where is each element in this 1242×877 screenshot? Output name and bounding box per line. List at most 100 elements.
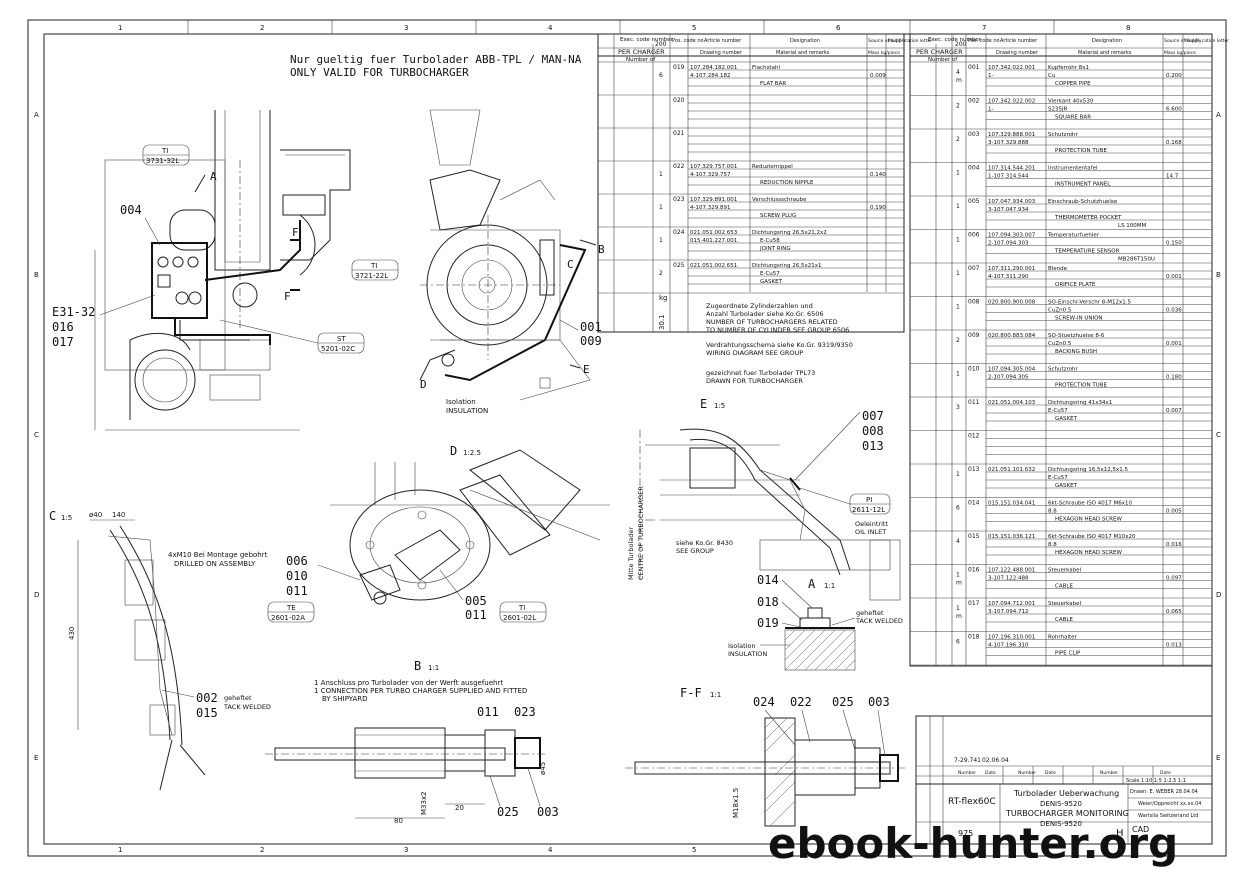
bom-right-pos-no: 011 [968, 399, 980, 406]
rev-col-date-3: Date [1160, 770, 1171, 776]
revision-number: 7-29.741 [954, 757, 981, 764]
bom-right-material: 8.8 [1048, 542, 1057, 548]
ti-tag-3721-number: 3721-22L [355, 272, 388, 280]
detail-a-insulation-de: Isolation [728, 642, 756, 650]
bom-right-unit: m [956, 77, 962, 84]
detail-a-insulation-en: INSULATION [728, 650, 767, 658]
bom-right-designation: Designation [1092, 38, 1122, 44]
bom-right-material: S235JR [1048, 107, 1068, 113]
bom-left-mass-value: 0.190 [870, 205, 886, 211]
detail-f-label-024: 024 [753, 695, 775, 709]
bom-right-remark: COPPER PIPE [1055, 81, 1091, 87]
bom-right-qty: 2 [956, 103, 960, 110]
zone-D-right: D [1216, 591, 1221, 599]
insulation-de: Isolation [446, 398, 476, 406]
detail-b-scale: 1:1 [428, 664, 439, 672]
bom-right-qty: 1 [956, 471, 960, 478]
zone-A: A [34, 111, 39, 119]
bom-left-article-no: 107.284.182.001 [690, 65, 737, 71]
bom-right-pos-no: 005 [968, 198, 980, 205]
zone-E-right: E [1216, 754, 1220, 762]
ti-tag-2601-type: TI [518, 604, 525, 612]
outer-frame [27, 19, 1227, 857]
zone-8: 8 [1126, 24, 1130, 32]
detail-a-label-019: 019 [757, 616, 779, 630]
bom-right-designation: 6kt-Schraube ISO 4017 M6x10 [1048, 501, 1133, 507]
bom-right-qty: 3 [956, 404, 960, 411]
bom-right-article-no: 015.151.036.121 [988, 534, 1035, 540]
zone-A-right: A [1216, 111, 1221, 119]
detail-c-note-en: DRILLED ON ASSEMBLY [174, 560, 256, 568]
bom-right-qty: 2 [956, 136, 960, 143]
bom-right-remark: PROTECTION TUBE [1055, 383, 1107, 389]
title-block: 7-29.741 02.06.04 Number Date Number Dat… [915, 715, 1213, 845]
detail-a-tack-en: TACK WELDED [855, 617, 903, 625]
bom-table-right: Exec. code number 200 PER CHARGER Number… [909, 33, 1229, 667]
detail-e-label-013: 013 [862, 439, 884, 453]
ti-tag-3731-number: 3731-32L [146, 157, 179, 165]
turbocharger-front-view [419, 109, 591, 401]
marker-f-top: F [292, 226, 299, 239]
bom-right-designation: Blende [1048, 266, 1068, 272]
bom-left-article-no: 021.051.002.651 [690, 263, 737, 269]
bom-right-material: Material and remarks [1078, 50, 1132, 56]
bom-left-pos-no: 025 [673, 262, 685, 269]
front-view-labels: B C E D 001 009 Isolation INSULATION [420, 239, 605, 415]
main-title-en: ONLY VALID FOR TURBOCHARGER [290, 66, 469, 79]
zone-3: 3 [404, 24, 408, 32]
bom-right-pos-no: 008 [968, 299, 980, 306]
bom-left-number-of: Number of [626, 57, 656, 63]
zone-2-bottom: 2 [260, 846, 264, 854]
bom-right-designation: Instrumententafel [1048, 166, 1098, 172]
bom-right-drawing-no: 2-107.094.305 [988, 375, 1029, 381]
oil-inlet-en: OIL INLET [855, 528, 886, 536]
bom-left-material: E-Cu57 [760, 271, 780, 277]
bom-left-pos-no: 023 [673, 196, 685, 203]
insulation-en: INSULATION [446, 407, 488, 415]
bom-right-article-no: 107.196.310.001 [988, 635, 1035, 641]
bom-right-article-no: 107.329.888.001 [988, 132, 1035, 138]
bom-left-remark: GASKET [760, 279, 783, 285]
bom-right-mass-value: 0.180 [1166, 375, 1182, 381]
bom-left-200: 200 [655, 41, 667, 48]
bom-left-pos-no: 019 [673, 64, 685, 71]
bom-left-qty: 2 [659, 270, 663, 277]
bom-right-article-no: 021.051.101.632 [988, 467, 1035, 473]
bom-right-designation: Dichtungsring 16,5x12,5x1.5 [1048, 467, 1129, 473]
note-6: WIRING DIAGRAM SEE GROUP [706, 349, 803, 357]
bom-left-designation: Flachstahl [752, 65, 780, 71]
bom-right-pos-no: 017 [968, 600, 980, 607]
detail-c-dim-140: 140 [112, 511, 125, 519]
marker-c: C [567, 258, 574, 271]
zone-E: E [34, 754, 38, 762]
bom-right-qty: 6 [956, 639, 960, 646]
zone-5-bottom: 5 [692, 846, 696, 854]
detail-b-label-023: 023 [514, 705, 536, 719]
bom-left-mass-value: 0.009 [870, 73, 886, 79]
drawing-title-de-2: DENIS-9520 [1040, 800, 1082, 808]
detail-e-scale: 1:5 [714, 402, 725, 410]
ti-tag-3731-type: TI [161, 147, 168, 155]
bom-left-mass: Mass kg/piece [868, 50, 900, 56]
bom-right-designation: Steuerkabel [1048, 601, 1081, 607]
bom-right-exec-code: Exec. code number [928, 37, 982, 43]
bom-right-drawing-no: 1- [988, 73, 993, 79]
label-e31-32: E31-32 [52, 305, 95, 319]
detail-a-scale: 1:1 [824, 582, 835, 590]
bom-right-drawing-no: 3-107.329.888 [988, 140, 1029, 146]
bom-right-article-no: 020.800.900.008 [988, 300, 1036, 306]
bom-left-drawing-no: 4-107.329.757 [690, 172, 731, 178]
detail-d-label-006: 006 [286, 554, 308, 568]
checked-by: Weier/Oppreicht xx.xx.04 [1138, 801, 1201, 807]
engine-type: RT-flex60C [948, 797, 996, 807]
bom-right-designation: Rohrhalter [1048, 635, 1078, 641]
rev-col-number-1: Number [958, 770, 976, 776]
detail-e-label-007: 007 [862, 409, 884, 423]
detail-b-label-003: 003 [537, 805, 559, 819]
zone-markers-side: A B C D E A B C D E [34, 111, 1221, 762]
marker-e: E [583, 363, 590, 376]
bom-right-mass: Mass kg/piece [1164, 50, 1196, 56]
bom-left-drawing-no: 4-107.329.891 [690, 205, 730, 211]
bom-left-designation: Dichtungsring 26,5x21,2x2 [752, 230, 827, 236]
